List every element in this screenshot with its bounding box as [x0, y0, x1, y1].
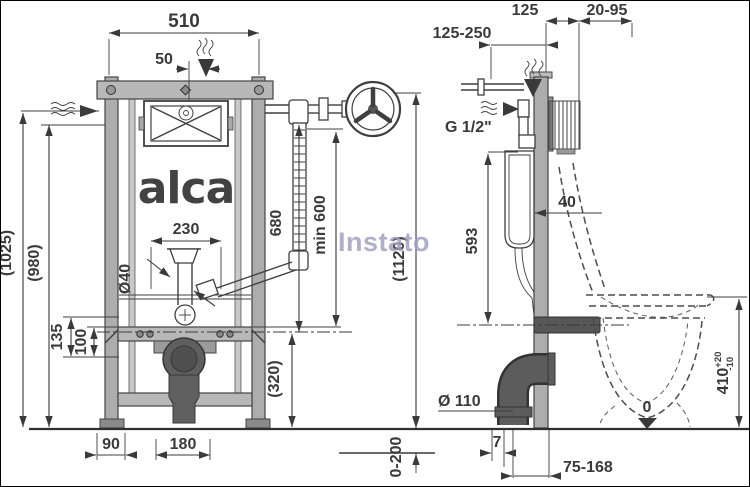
water-inlet-icon [480, 101, 519, 116]
dim-410-tol: 410+20-10 [713, 352, 736, 395]
adjustable-foot [245, 418, 271, 429]
dim-980: (980) [26, 244, 43, 281]
frame-rail-right [251, 76, 266, 424]
datum-zero-label: 0 [643, 399, 652, 416]
bolt-icon [254, 85, 264, 95]
brand-logo: alca [138, 163, 235, 214]
dim-680: 680 [268, 210, 285, 237]
flush-water-arrow-icon [524, 58, 544, 97]
frame-rail-left [104, 76, 119, 424]
front-view-dimensions: 510 50 (1025) (980) 230 Ø40 680 min 600 … [1, 11, 421, 477]
adjustable-foot [99, 418, 125, 429]
dim-7: 7 [493, 434, 502, 451]
dim-320: (320) [266, 360, 283, 397]
shutoff-valve-icon [344, 80, 402, 138]
dim-min600: min 600 [312, 195, 329, 255]
dim-90: 90 [102, 436, 120, 453]
dim-20-95: 20-95 [587, 2, 628, 19]
dim-50: 50 [155, 51, 173, 68]
label-thread-g12: G 1/2" [445, 119, 492, 136]
watermark: Instato [338, 227, 430, 257]
dim-125: 125 [512, 2, 539, 19]
waste-outlet [153, 337, 217, 424]
dim-40: 40 [558, 194, 576, 211]
dim-75-168: 75-168 [563, 459, 613, 476]
dim-1120: (1120) [391, 236, 408, 281]
dim-180: 180 [170, 436, 197, 453]
dim-135: 135 [49, 324, 66, 351]
dim-125-250: 125-250 [433, 25, 492, 42]
waste-elbow [494, 352, 556, 425]
side-view-dimensions: 125-250 125 20-95 G 1/2" 593 40 410+20-1… [433, 2, 743, 480]
dim-230: 230 [173, 221, 200, 238]
toilet-bowl-outline [558, 162, 715, 428]
flush-plate-section [548, 100, 581, 155]
side-view [457, 23, 747, 429]
dim-0-200: 0-200 [388, 436, 405, 477]
dim-dia110: Ø 110 [438, 393, 481, 410]
cistern-side [504, 150, 535, 249]
dim-1025: (1025) [1, 230, 15, 276]
cistern-opening [138, 100, 234, 147]
flush-water-arrow-icon [196, 37, 214, 77]
dim-510: 510 [168, 11, 200, 32]
water-inlet-icon [50, 102, 98, 117]
dim-dia40: Ø40 [117, 264, 134, 294]
dim-100: 100 [73, 329, 90, 356]
datum-marker [638, 418, 657, 429]
dim-593: 593 [464, 228, 481, 255]
bolt-icon [106, 85, 116, 95]
